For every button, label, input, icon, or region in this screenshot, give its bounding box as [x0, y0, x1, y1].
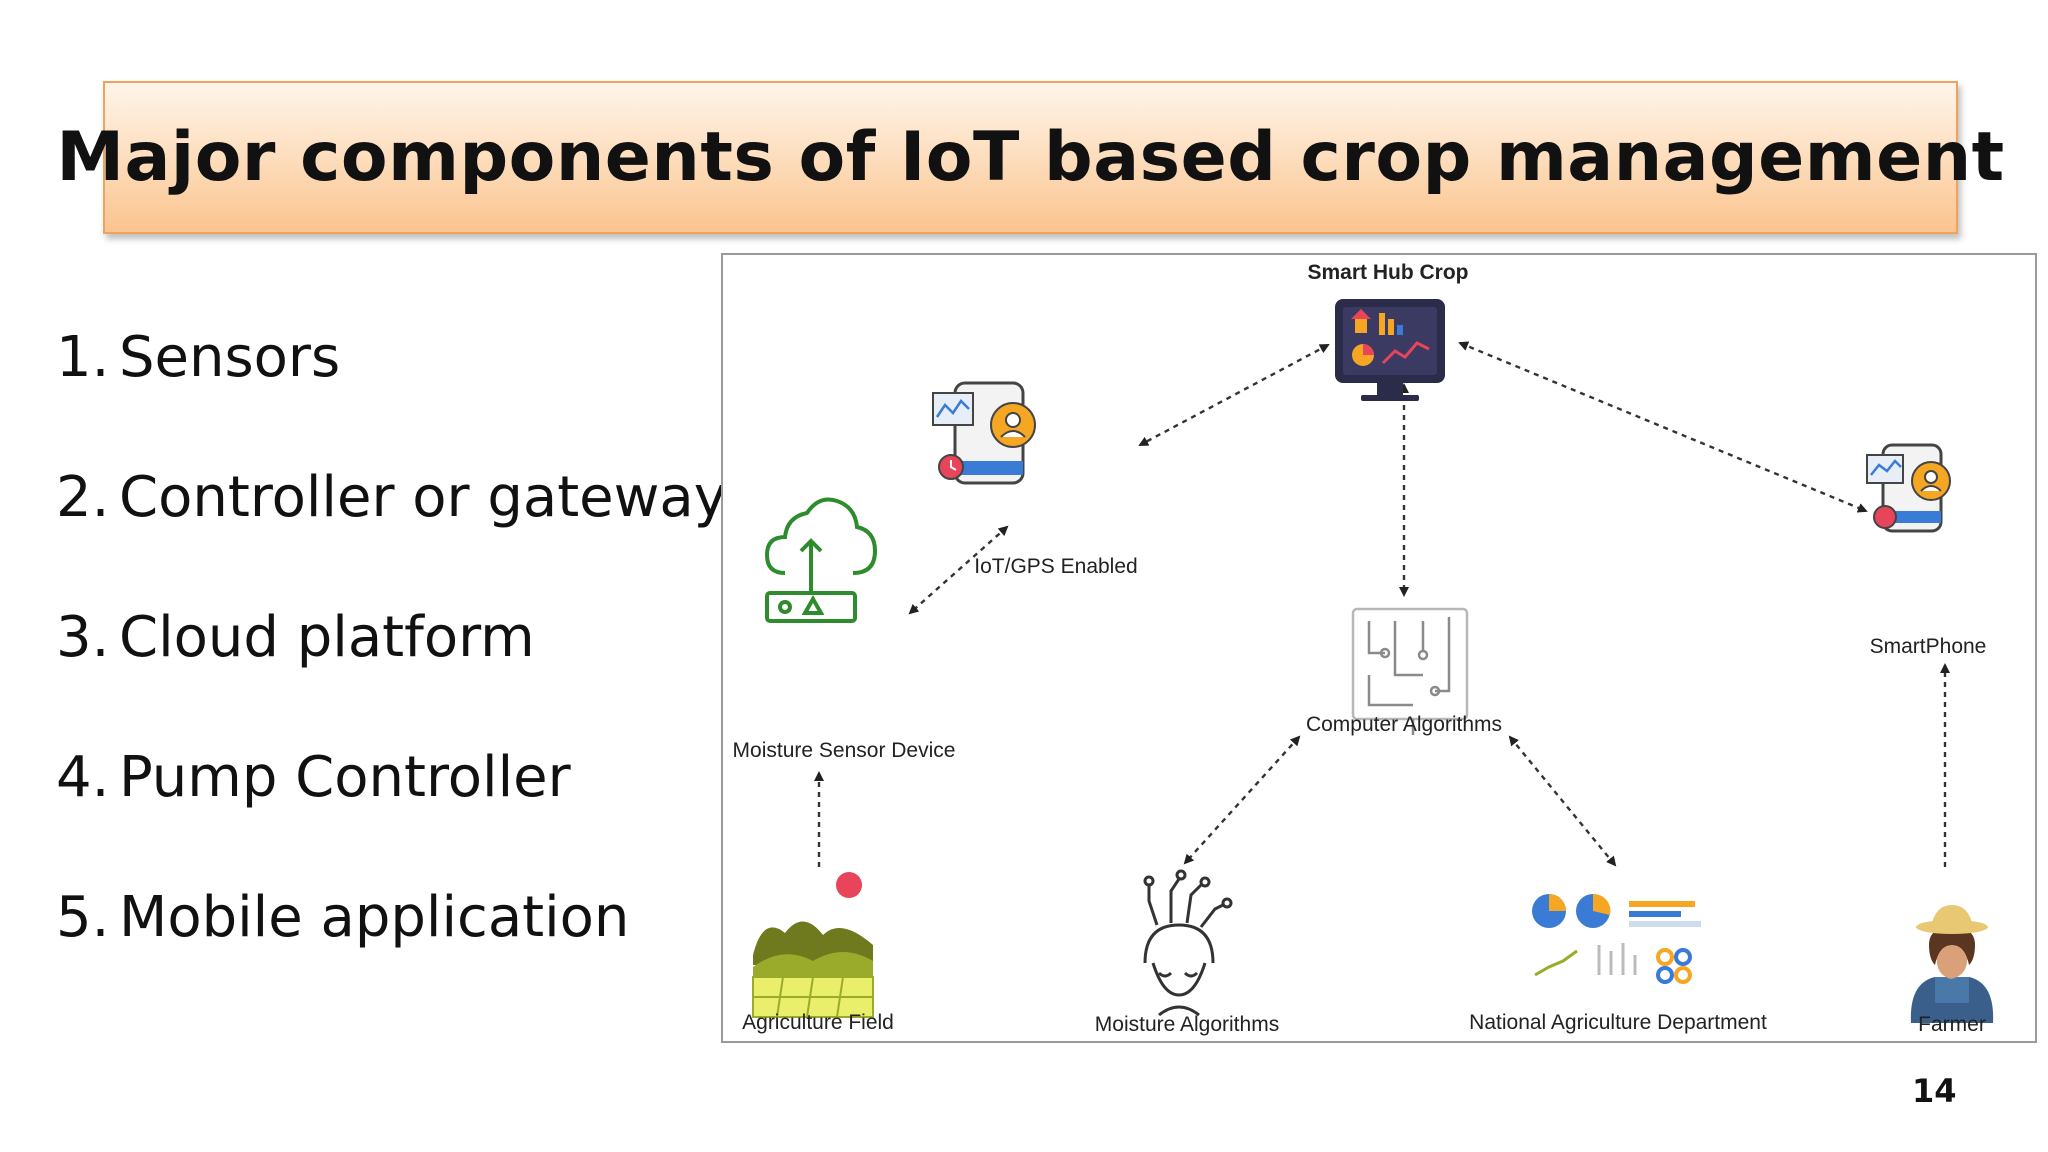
- list-item: 3.Cloud platform: [56, 605, 727, 745]
- node-label-moisture-algorithms: Moisture Algorithms: [1094, 1013, 1280, 1036]
- connector-hub-smartphone: [1458, 341, 1868, 513]
- list-number: 3.: [56, 605, 110, 670]
- node-label-computer-algorithms: Computer Algorithms: [1305, 713, 1503, 736]
- list-number: 4.: [56, 745, 110, 810]
- connector-algorithms-moisture: [1183, 735, 1301, 865]
- node-label-smartphone: SmartPhone: [1869, 635, 1987, 658]
- list-label: Sensors: [119, 325, 341, 390]
- node-label-national-agriculture: National Agriculture Department: [1469, 1011, 1767, 1034]
- farmer-icon: [1910, 905, 1994, 1023]
- list-number: 2.: [56, 465, 110, 530]
- dashboard-icon: [1532, 893, 1701, 984]
- list-item: 1.Sensors: [56, 325, 727, 465]
- field-icon: [752, 872, 874, 1018]
- monitor-icon: [1335, 299, 1445, 401]
- page-number: 14: [1912, 1072, 1957, 1110]
- list-number: 1.: [56, 325, 110, 390]
- node-label-smart-hub: Smart Hub Crop: [1307, 261, 1469, 284]
- slide-title-box: Major components of IoT based crop manag…: [56, 81, 2004, 234]
- crop-management-diagram: Smart Hub Crop IoT/GPS Enabled Moisture …: [721, 253, 2037, 1043]
- node-label-iot-gps: IoT/GPS Enabled: [974, 555, 1138, 578]
- moisture-algorithms-icon: [1143, 869, 1233, 1017]
- iot-gps-icon: [932, 381, 1036, 485]
- list-label: Pump Controller: [119, 745, 571, 810]
- node-label-farmer: Farmer: [1918, 1013, 1986, 1036]
- list-label: Mobile application: [119, 885, 630, 950]
- connector-algorithms-national: [1508, 735, 1617, 867]
- smartphone-icon: [1866, 443, 1951, 533]
- components-list: 1.Sensors 2.Controller or gateway 3.Clou…: [56, 325, 727, 1025]
- list-item: 5.Mobile application: [56, 885, 727, 1025]
- connector-hub-iot: [1138, 343, 1330, 447]
- node-label-agriculture-field: Agriculture Field: [742, 1011, 894, 1034]
- node-label-moisture-sensor: Moisture Sensor Device: [732, 739, 956, 762]
- slide-title: Major components of IoT based crop manag…: [56, 118, 2005, 197]
- cloud-upload-icon: [764, 497, 878, 623]
- list-item: 2.Controller or gateway: [56, 465, 727, 605]
- connector-iot-sensor: [908, 525, 1009, 615]
- list-number: 5.: [56, 885, 110, 950]
- circuit-icon: [1351, 607, 1469, 735]
- list-item: 4.Pump Controller: [56, 745, 727, 885]
- connectors: [814, 341, 1950, 867]
- diagram-canvas: [752, 299, 1994, 1023]
- list-label: Cloud platform: [119, 605, 535, 670]
- list-label: Controller or gateway: [119, 465, 727, 530]
